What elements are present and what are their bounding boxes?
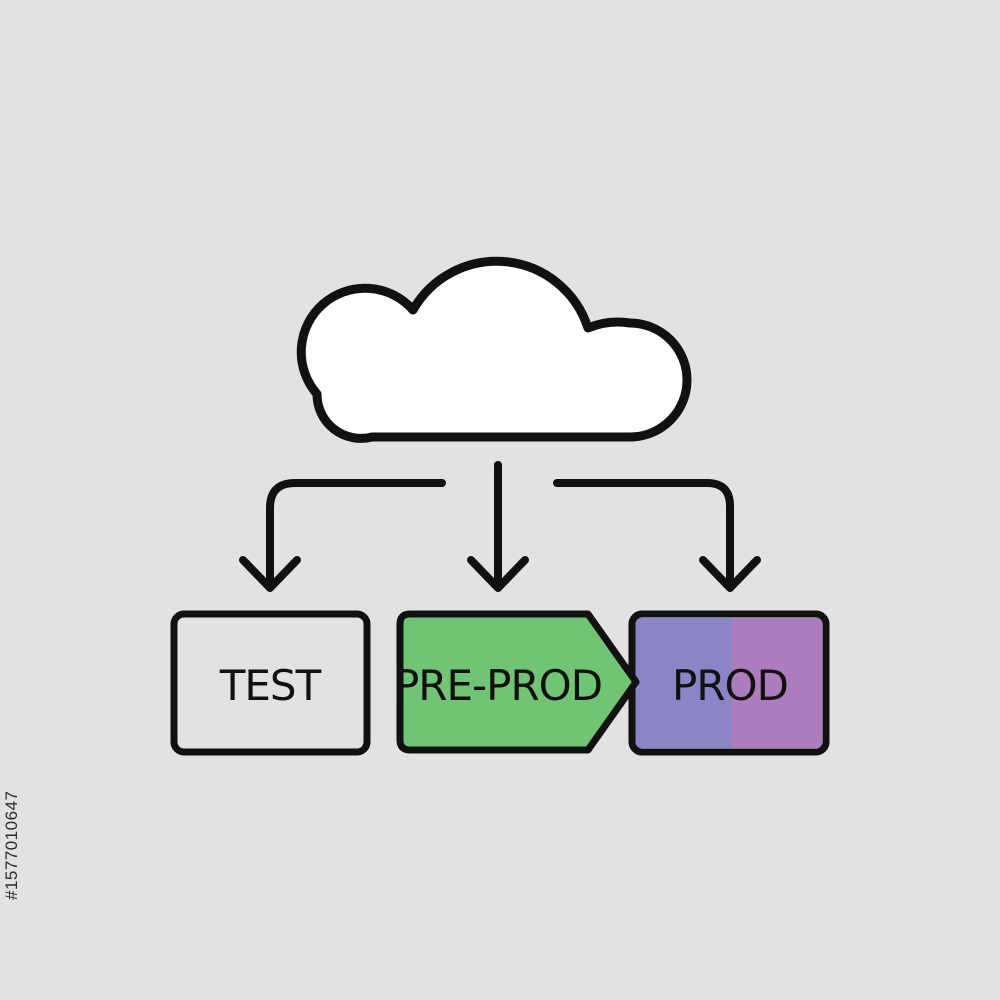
watermark-id-text: #1577010647 bbox=[2, 790, 21, 900]
arrow-to-prod bbox=[553, 479, 761, 592]
pre-prod-box: PRE-PROD bbox=[394, 610, 640, 754]
test-label: TEST bbox=[219, 661, 322, 710]
test-box: TEST bbox=[170, 610, 371, 756]
pre-prod-label: PRE-PROD bbox=[394, 661, 602, 710]
prod-box: PROD bbox=[628, 610, 830, 756]
arrow-to-pre-prod bbox=[467, 461, 529, 592]
cloud-icon bbox=[296, 256, 692, 443]
arrow-to-test bbox=[239, 479, 446, 592]
prod-label: PROD bbox=[672, 661, 788, 710]
